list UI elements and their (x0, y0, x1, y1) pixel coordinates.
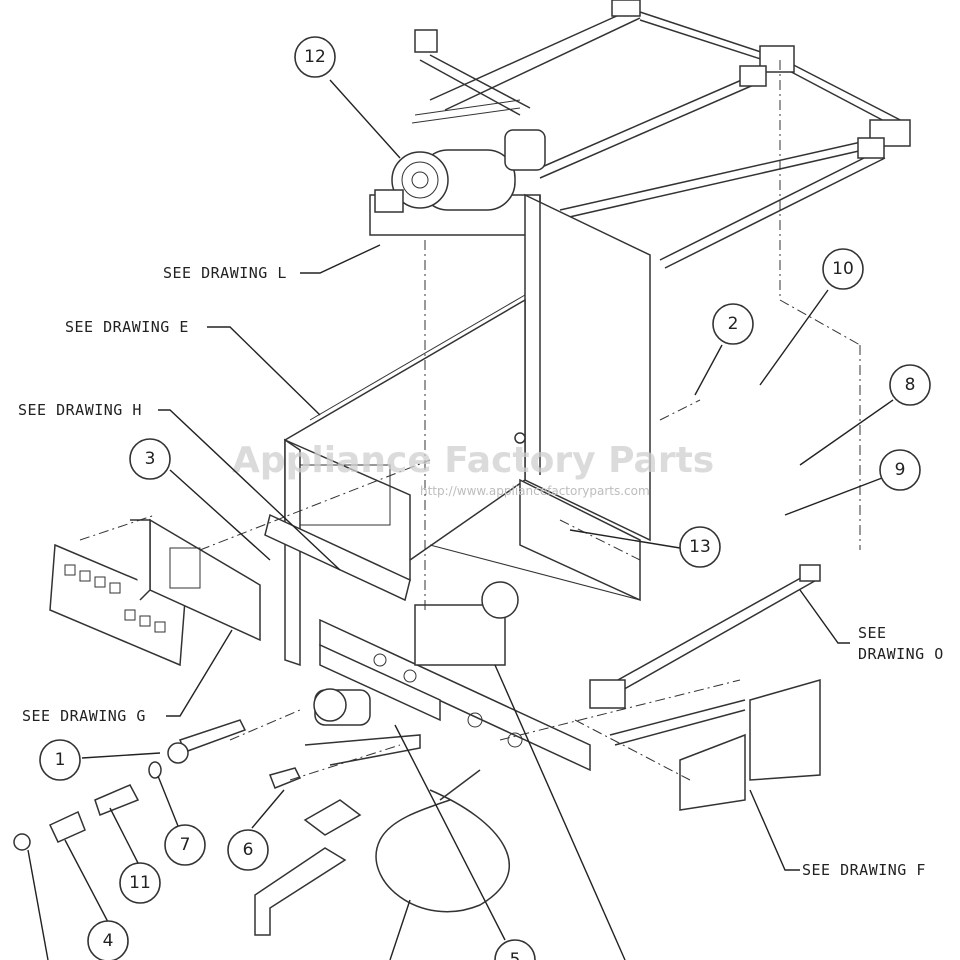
ref-see-drawing-e: SEE DRAWING E (65, 318, 189, 336)
svg-text:3: 3 (145, 449, 156, 469)
svg-text:1: 1 (55, 750, 66, 770)
svg-text:5: 5 (510, 950, 521, 960)
svg-text:8: 8 (905, 375, 916, 395)
ref-see-drawing-h: SEE DRAWING H (18, 401, 142, 419)
callout-1: 1 (39, 739, 81, 781)
base-channel (304, 581, 591, 772)
top-manifold-pipes (411, 0, 911, 269)
svg-text:10: 10 (832, 259, 854, 279)
watermark: Appliance Factory Parts http://www.appli… (232, 440, 714, 498)
fitting-parts (13, 719, 302, 851)
svg-text:6: 6 (243, 840, 254, 860)
svg-text:13: 13 (689, 537, 711, 557)
svg-text:2: 2 (728, 314, 739, 334)
callout-7: 7 (164, 824, 206, 866)
ref-see-drawing-f: SEE DRAWING F (802, 861, 926, 879)
assembly-centerlines (79, 60, 861, 781)
callout-6: 6 (227, 829, 269, 871)
svg-text:11: 11 (129, 873, 151, 893)
drain-hose (254, 769, 511, 936)
leader-lines (27, 79, 894, 960)
ref-see-drawing-l: SEE DRAWING L (163, 264, 287, 282)
callout-5: 5 (494, 939, 536, 960)
callout-10: 10 (822, 248, 864, 290)
svg-text:12: 12 (304, 47, 326, 67)
drain-valve-assembly (589, 564, 821, 811)
callout-9: 9 (879, 449, 921, 491)
ref-see-drawing-o-line1: SEE (858, 624, 887, 642)
cabinet-frame (283, 193, 651, 667)
watermark-url: http://www.appliancefactoryparts.com (420, 484, 650, 498)
callout-2: 2 (712, 303, 754, 345)
ref-see-drawing-g: SEE DRAWING G (22, 707, 146, 725)
control-panel (49, 513, 411, 667)
callout-13: 13 (679, 526, 721, 568)
svg-text:9: 9 (895, 460, 906, 480)
ref-see-drawing-o-line2: DRAWING O (858, 645, 944, 663)
svg-text:4: 4 (103, 931, 114, 951)
svg-text:7: 7 (180, 835, 191, 855)
callout-4: 4 (87, 920, 129, 960)
callout-3: 3 (129, 438, 171, 480)
pump-motor (369, 129, 546, 236)
control-panel-buttons (64, 564, 166, 633)
callout-12: 12 (294, 36, 336, 78)
watermark-brand: Appliance Factory Parts (232, 440, 714, 481)
callout-11: 11 (119, 862, 161, 904)
callout-8: 8 (889, 364, 931, 406)
